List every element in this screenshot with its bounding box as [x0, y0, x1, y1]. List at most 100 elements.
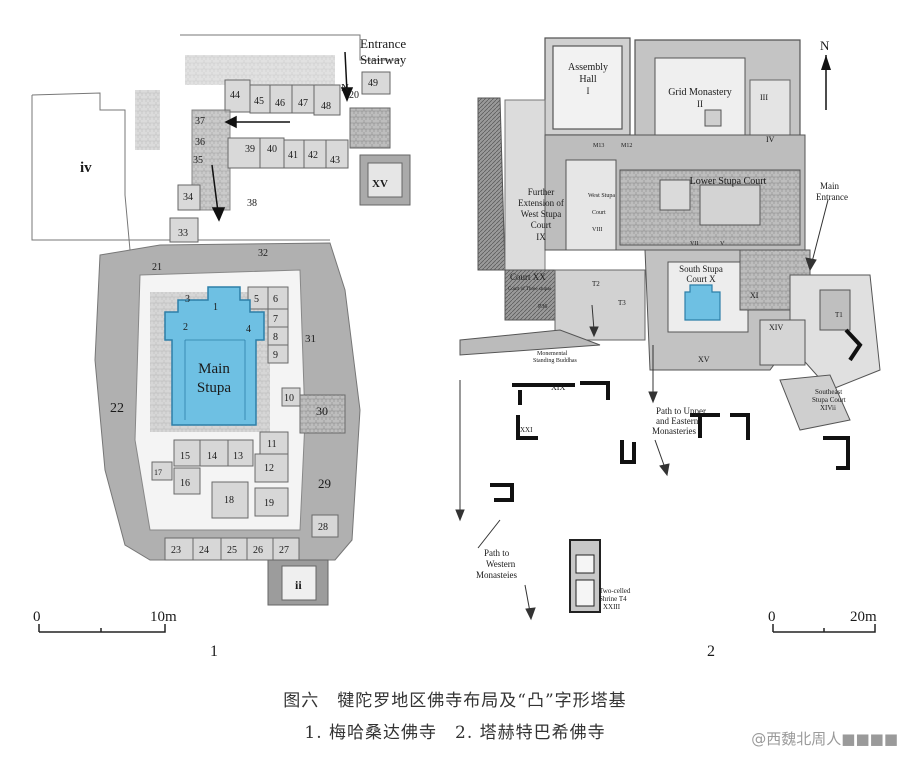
cell-number: 40 — [267, 144, 277, 155]
plan1-label-xv: XV — [372, 178, 388, 190]
cell-number: 12 — [264, 463, 274, 474]
label-shrine: Shrine T4 — [599, 595, 627, 603]
cell-number: 27 — [279, 545, 289, 556]
cell-number: 22 — [110, 401, 124, 416]
south-stupa-blue — [684, 284, 721, 321]
label-shrine: Two-celled — [599, 587, 631, 595]
entrance-label: Entrance — [360, 36, 406, 51]
cell-number: 46 — [275, 98, 285, 109]
label-path-western: Monasteies — [476, 570, 517, 580]
cell-number: 4 — [246, 324, 251, 335]
plan2-labels: Assembly Hall I Grid Monastery II III IV… — [476, 62, 848, 611]
scale-end-label: 20m — [850, 609, 877, 625]
cell-number: 34 — [183, 192, 193, 203]
plan1-cell-numbers: 3 2 1 4 5 6 7 8 9 10 11 12 13 14 15 16 1… — [110, 78, 378, 556]
cell-number: 44 — [230, 90, 240, 101]
cell-number: 35 — [193, 155, 203, 166]
north-arrow-icon: N — [820, 38, 831, 110]
label-southeast: XIVii — [820, 404, 836, 412]
cell-number: 33 — [178, 228, 188, 239]
plan2-scale-bar: 0 20m — [768, 609, 877, 633]
label-m12: M12 — [621, 143, 632, 149]
label-path-western: Path to — [484, 548, 510, 558]
label-xiv: XIV — [769, 323, 783, 332]
label-monumental: Monemental — [537, 351, 568, 357]
label-further-extension: West Stupa — [521, 209, 562, 219]
label-xv: XV — [698, 355, 710, 364]
plan2-arrows — [455, 199, 829, 621]
label-court-xx: Court XX — [510, 272, 546, 282]
north-label: N — [820, 38, 830, 53]
cell-number: 3 — [185, 294, 190, 305]
southeast-court — [779, 374, 851, 431]
label-grid-monastery: Grid Monastery — [668, 87, 732, 98]
plan1-scale-bar: 0 10m — [33, 609, 177, 633]
cell-number: 19 — [264, 498, 274, 509]
label-court-xx-sub: Court of Three stupas — [508, 287, 551, 292]
label-main-entrance: Main — [820, 181, 839, 191]
plan1-label-iv: iv — [80, 160, 92, 176]
plan1-gate-ii — [267, 559, 329, 606]
scale-end-label: 10m — [150, 609, 177, 625]
label-southeast: Southeast — [815, 388, 842, 396]
buddha-alcoves — [459, 329, 601, 356]
label-further-extension: Court — [531, 220, 552, 230]
label-iv: IV — [766, 135, 775, 144]
cell-number: 41 — [288, 150, 298, 161]
label-assembly-hall: Assembly — [568, 62, 608, 73]
watermark-text: @西魏北周人■■■■ — [751, 730, 898, 748]
court-xx-extension — [554, 269, 646, 341]
court-xx — [504, 269, 556, 321]
cell-number: 49 — [368, 78, 378, 89]
cell-number: 21 — [152, 262, 162, 273]
cell-number: 11 — [267, 439, 277, 450]
label-p36: P36 — [538, 304, 547, 310]
label-xi: XI — [750, 291, 759, 300]
cell-number: 28 — [318, 522, 328, 533]
label-further-extension: Extension of — [518, 198, 564, 208]
plan1-arrows — [211, 51, 354, 222]
cell-number: 38 — [247, 198, 257, 209]
label-viii: VIII — [592, 227, 602, 233]
scattered-foundations — [490, 328, 863, 502]
cell-number: 18 — [224, 495, 234, 506]
panel-number-2: 2 — [707, 643, 715, 660]
figure-caption-title: 图六 犍陀罗地区佛寺布局及“凸”字形塔基 — [283, 691, 627, 711]
label-vii: VII — [690, 241, 698, 247]
cell-number: 2 — [183, 322, 188, 333]
cell-number: 26 — [253, 545, 263, 556]
label-main-entrance: Entrance — [816, 192, 848, 202]
cell-number: 23 — [171, 545, 181, 556]
cell-number: 48 — [321, 101, 331, 112]
cell-number: 37 — [195, 116, 205, 127]
main-stupa-detail — [184, 339, 246, 420]
figure-caption-subtitle: 1. 梅哈桑达佛寺 2. 塔赫特巴希佛寺 — [304, 723, 606, 743]
cell-number: 1 — [213, 302, 218, 313]
label-southeast: Stupa Court — [812, 396, 846, 404]
cell-number: 47 — [298, 98, 308, 109]
cell-number: 30 — [316, 404, 328, 418]
label-iii: III — [760, 93, 768, 102]
cell-number: 39 — [245, 144, 255, 155]
cell-number: 8 — [273, 332, 278, 343]
plan-1-mekhasanda: Main Stupa 3 2 1 4 5 6 7 8 9 10 11 12 13… — [31, 34, 411, 660]
label-v: V — [720, 241, 725, 247]
label-further-extension: IX — [536, 232, 546, 242]
label-monumental: Standing Buddhas — [533, 358, 577, 364]
cell-number: 5 — [254, 294, 259, 305]
east-structures — [739, 249, 881, 391]
label-xix: XIX — [551, 383, 565, 392]
cell-number: 43 — [330, 155, 340, 166]
cell-number: 10 — [284, 393, 294, 404]
plan1-rubble-area — [185, 55, 335, 85]
label-path-upper: and Eastern — [656, 416, 699, 426]
scale-start-label: 0 — [768, 609, 776, 625]
plan1-cells — [151, 286, 346, 561]
cell-number: 32 — [258, 248, 268, 259]
plan1-rubble-area — [135, 90, 160, 150]
cell-number: 9 — [273, 350, 278, 361]
label-m13: M13 — [593, 143, 604, 149]
cell-number: 17 — [154, 468, 162, 477]
